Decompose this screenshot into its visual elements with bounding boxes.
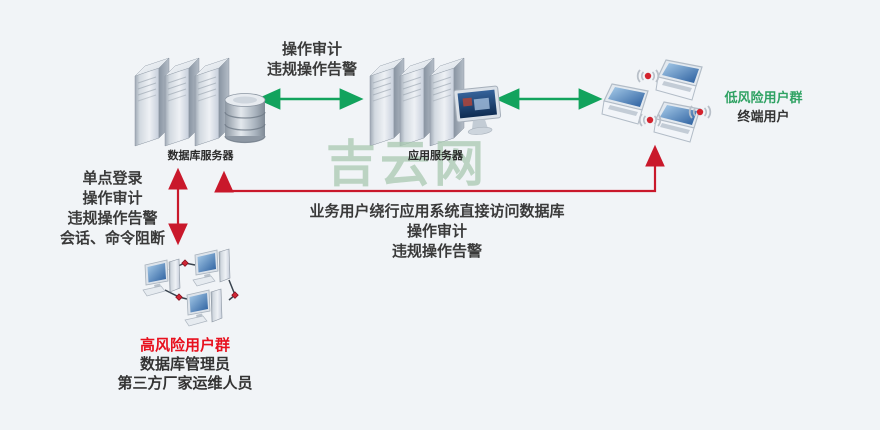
annotation-line: 会话、命令阻断 [59, 230, 165, 247]
high-risk-role: 数据库管理员 [139, 356, 230, 373]
high-risk-users-icon [142, 248, 239, 327]
annotation-line: 违规操作告警 [266, 61, 357, 78]
terminal-users-label: 终端用户 [737, 109, 790, 124]
app-server-icon [369, 57, 502, 147]
server-tower [134, 57, 170, 147]
app-server-label: 应用服务器 [408, 150, 463, 162]
high-risk-role: 第三方厂家运维人员 [117, 375, 253, 392]
monitor-icon [453, 85, 502, 135]
wifi-signal-icon [636, 69, 660, 83]
low-risk-group-label: 低风险用户群 [724, 90, 803, 105]
network-node-dot [175, 293, 183, 301]
desktop-pc-icon [192, 248, 231, 287]
annotation-line: 操作审计 [281, 41, 342, 58]
terminal-users-icon [601, 59, 712, 143]
annotation-line: 违规操作告警 [391, 243, 482, 260]
laptop-icon [601, 83, 649, 125]
server-tower [164, 57, 200, 147]
database-server-label: 数据库服务器 [167, 150, 234, 162]
annotation-line: 违规操作告警 [67, 210, 158, 227]
annotation-line: 操作审计 [82, 190, 143, 207]
annotation-bypass: 业务用户绕行应用系统直接访问数据库 操作审计 违规操作告警 [287, 202, 587, 262]
database-server-icon [134, 57, 266, 147]
network-node-dot [231, 291, 239, 299]
annotation-db-highrisk: 单点登录 操作审计 违规操作告警 会话、命令阻断 [30, 169, 195, 249]
desktop-pc-icon [184, 288, 223, 327]
annotation-line: 业务用户绕行应用系统直接访问数据库 [309, 203, 565, 220]
arrow-bypass-users-to-db [214, 144, 665, 193]
high-risk-group-label: 高风险用户群 [139, 337, 230, 354]
annotation-db-app: 操作审计 违规操作告警 [238, 40, 386, 80]
network-node-dot [181, 259, 189, 267]
database-cylinder-icon [224, 93, 266, 144]
laptop-icon [655, 59, 703, 101]
annotation-line: 单点登录 [82, 170, 143, 187]
desktop-pc-icon [142, 258, 181, 297]
server-tower [194, 57, 230, 147]
annotation-line: 操作审计 [406, 223, 467, 240]
